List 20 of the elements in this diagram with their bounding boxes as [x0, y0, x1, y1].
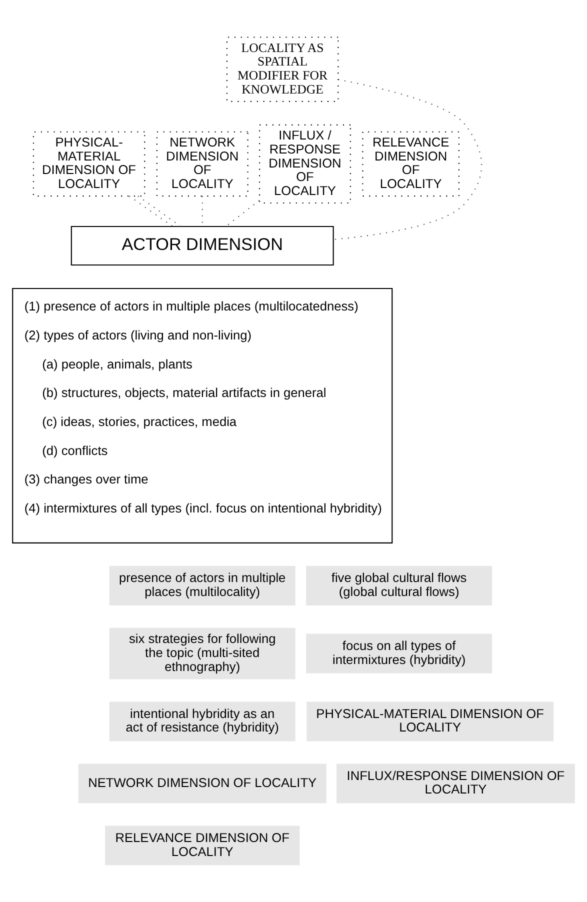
node-box: INFLUX / RESPONSE DIMENSION OF LOCALITY [259, 124, 351, 204]
node-box: NETWORK DIMENSION OF LOCALITY [78, 764, 326, 804]
node-box: (1) presence of actors in multiple places (multilocatedness) (2) types of actors (living and non-living) (a) people, animals, plants (b) structures, objects, material artifacts in general (c) ideas, stories, practices, media (d) conflicts (3) changes over time (4) intermixtures of all types (incl. focus on intentional hybridity) [12, 288, 393, 544]
node-box: PHYSICAL-MATERIAL DIMENSION OF LOCALITY [306, 702, 554, 742]
node-box: LOCALITY AS SPATIAL MODIFIER FOR KNOWLEDGE [226, 36, 339, 102]
connector [226, 200, 260, 227]
connector [138, 196, 181, 227]
node-box: intentional hybridity as an act of resistance (hybridity) [109, 702, 296, 742]
node-box: six strategies for following the topic (multi-sited ethnography) [109, 628, 296, 680]
connector [333, 79, 482, 240]
node-box: five global cultural flows (global cultural flows) [306, 566, 492, 606]
node-box: focus on all types of intermixtures (hybridity) [306, 634, 492, 674]
node-box: presence of actors in multiple places (multilocality) [109, 566, 296, 606]
node-box: NETWORK DIMENSION OF LOCALITY [156, 131, 248, 197]
node-box: RELEVANCE DIMENSION OF LOCALITY [362, 131, 460, 197]
node-box: PHYSICAL-MATERIAL DIMENSION OF LOCALITY [32, 131, 146, 197]
connector [128, 196, 174, 227]
node-box: RELEVANCE DIMENSION OF LOCALITY [105, 826, 300, 866]
node-box: ACTOR DIMENSION [70, 226, 334, 266]
node-box: INFLUX/RESPONSE DIMENSION OF LOCALITY [336, 764, 575, 804]
